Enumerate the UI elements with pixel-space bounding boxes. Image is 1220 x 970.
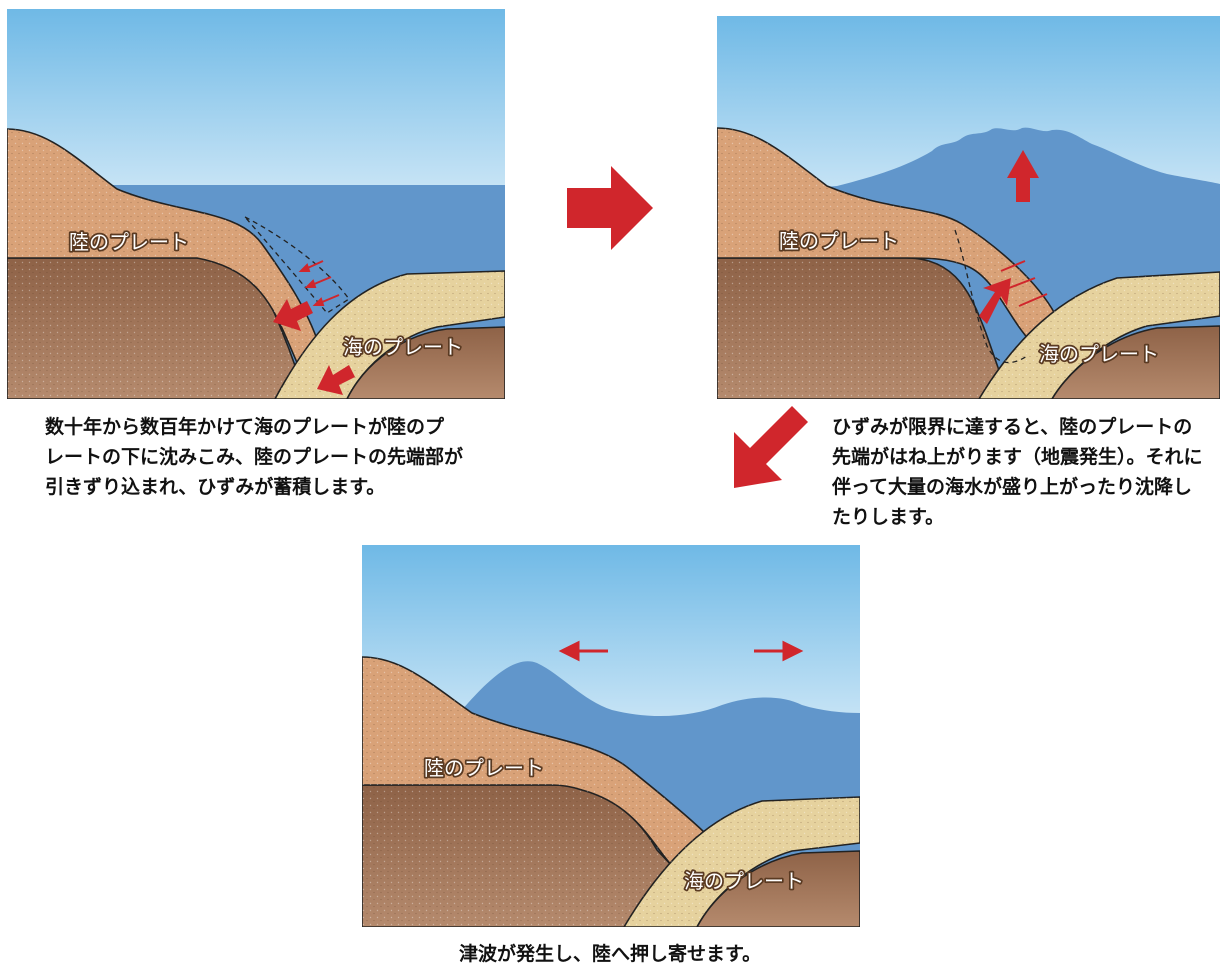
wave-direction-arrows <box>558 640 804 662</box>
subduction-arrow-icon <box>317 365 355 395</box>
strain-arrows <box>298 260 340 306</box>
diagram-panel-3: 陸のプレート 海のプレート <box>362 545 860 927</box>
land-plate-label: 陸のプレート <box>69 230 189 254</box>
up-arrow-icon <box>1007 150 1039 202</box>
diagram-panel-1: 陸のプレート 海のプレート <box>7 9 505 399</box>
ocean-plate-label: 海のプレート <box>343 335 463 359</box>
next-step-arrow-icon <box>567 166 653 250</box>
land-plate-label: 陸のプレート <box>779 229 899 253</box>
caption-3: 津波が発生し、陸へ押し寄せます。 <box>459 943 762 965</box>
caption-1: 数十年から数百年かけて海のプレートが陸のプ レートの下に沈みこみ、陸のプレートの… <box>45 416 464 498</box>
diagram-panel-2: 陸のプレート 海のプレート <box>717 16 1220 399</box>
next-step-arrow-icon <box>734 406 808 488</box>
caption-2: ひずみが限界に達すると、陸のプレートの 先端がはね上がります（地震発生）。それに… <box>832 416 1203 528</box>
strain-arrows <box>1000 260 1048 307</box>
down-arrow-icon <box>273 299 313 331</box>
previous-position-outline <box>954 229 1028 364</box>
lower-ocean-plate <box>346 326 505 399</box>
ocean-plate-label: 海のプレート <box>684 869 804 893</box>
ocean-plate-label: 海のプレート <box>1039 342 1159 366</box>
land-plate-label: 陸のプレート <box>424 756 544 780</box>
rebound-arrow-icon <box>979 278 1011 324</box>
strain-zone-outline <box>244 216 350 314</box>
